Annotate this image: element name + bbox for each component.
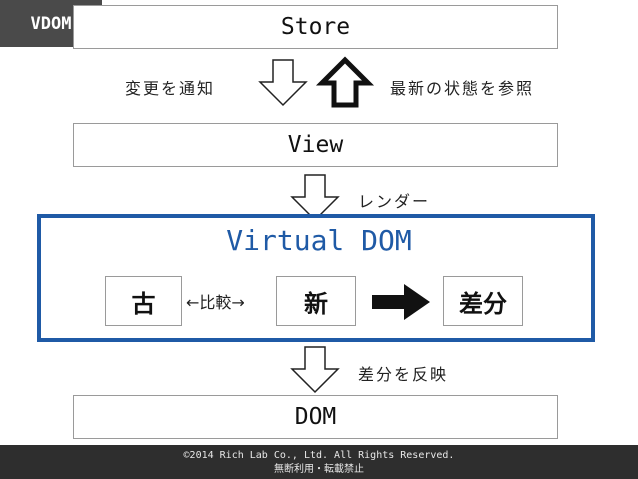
render-down-arrow-icon: [290, 174, 340, 222]
reflect-diff-caption: 差分を反映: [358, 365, 449, 384]
diff-node: 差分: [443, 276, 523, 326]
notify-down-arrow-icon: [258, 59, 308, 107]
notify-change-caption: 変更を通知: [125, 79, 216, 98]
compare-label: ←比較→: [186, 293, 245, 312]
refer-state-caption: 最新の状態を参照: [390, 79, 535, 98]
store-box: Store: [73, 5, 558, 49]
footer-notice: 無断利用・転載禁止: [274, 464, 364, 475]
store-label: Store: [280, 14, 351, 40]
reflect-down-arrow-icon: [290, 346, 340, 394]
dom-box: DOM: [73, 395, 558, 439]
view-label: View: [287, 132, 344, 158]
render-caption: レンダー: [358, 192, 431, 211]
dom-label: DOM: [294, 404, 337, 430]
footer: ©2014 Rich Lab Co., Ltd. All Rights Rese…: [0, 445, 638, 479]
old-node: 古: [105, 276, 182, 326]
refer-up-arrow-icon: [315, 56, 375, 108]
virtual-dom-title: Virtual DOM: [226, 224, 412, 257]
footer-copyright: ©2014 Rich Lab Co., Ltd. All Rights Rese…: [183, 450, 455, 461]
new-node: 新: [276, 276, 356, 326]
view-box: View: [73, 123, 558, 167]
diff-right-arrow-icon: [372, 284, 430, 320]
